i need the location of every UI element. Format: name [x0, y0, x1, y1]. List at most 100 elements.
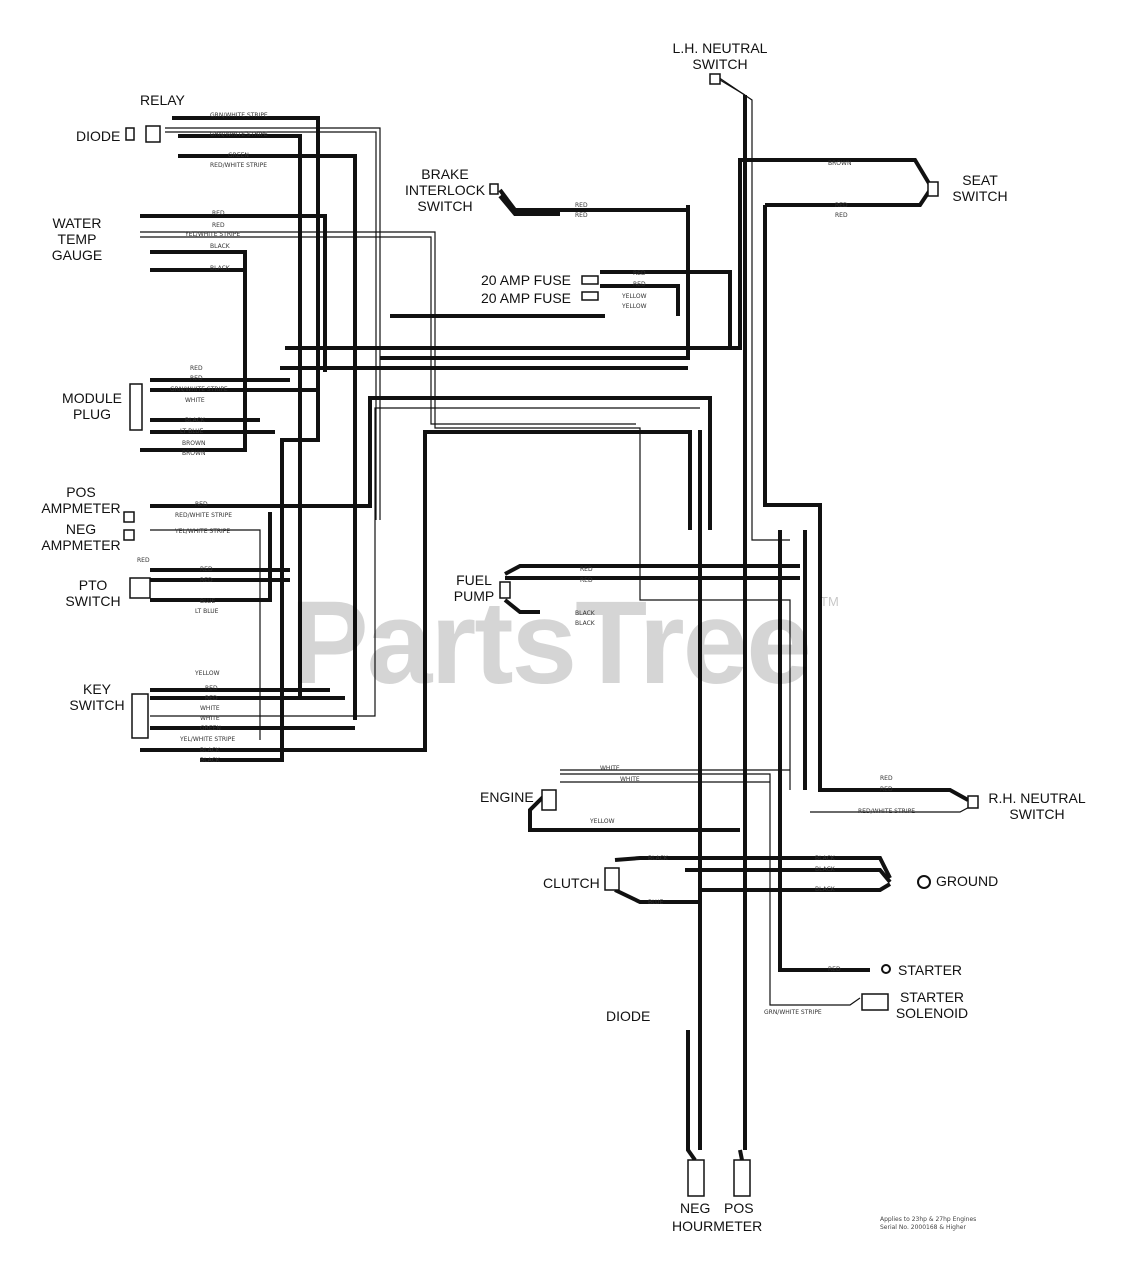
wire-label: GRN/WHITE STRIPE — [210, 131, 268, 138]
clutch-body — [604, 867, 620, 891]
wire-label: BLACK — [575, 620, 595, 627]
wire-label: RED — [580, 566, 593, 573]
starter-terminal — [881, 964, 891, 974]
wire-clutch-2 — [614, 888, 700, 904]
lh-neutral-switch-body — [709, 73, 721, 85]
key-switch-body — [131, 693, 149, 739]
wire-brake-2 — [498, 194, 560, 216]
key-switch-label: KEY SWITCH — [69, 681, 125, 713]
lh-neutral-switch-label: L.H. NEUTRAL SWITCH — [672, 40, 768, 72]
wire-label: RED — [190, 375, 203, 382]
wire-label: RED — [205, 685, 218, 692]
wire-label: RED — [195, 501, 208, 508]
wire-label: RED — [835, 212, 848, 219]
wire-seat-2 — [763, 205, 969, 802]
wire-label: BLACK — [815, 866, 835, 873]
seat-switch-label: SEAT SWITCH — [952, 172, 1008, 204]
wire-label: BROWN — [828, 160, 852, 167]
wire-label: RED — [633, 281, 646, 288]
wire-label: WHITE — [600, 765, 620, 772]
watermark-tm: TM — [820, 594, 839, 609]
wire-label: GRN/WHITE STRIPE — [764, 1009, 822, 1016]
wire-label: BROWN — [182, 450, 206, 457]
wire-stripe-3 — [150, 529, 261, 740]
wire-label: RED — [580, 577, 593, 584]
wire-label: RED — [212, 210, 225, 217]
wire-label: RED/WHITE STRIPE — [175, 512, 232, 519]
wire-label: YEL/WHITE STRIPE — [175, 528, 231, 535]
wire-label: RED — [200, 577, 213, 584]
hourmeter-neg-label: NEG — [680, 1200, 711, 1216]
wire-relay-b — [178, 134, 302, 700]
starter-solenoid-label: STARTER SOLENOID — [895, 989, 969, 1021]
wire-label: RED — [575, 212, 588, 219]
wire-label: YELLOW — [195, 670, 220, 677]
wire-label: RED/WHITE STRIPE — [210, 162, 267, 169]
fuse-2-label: 20 AMP FUSE — [481, 290, 572, 306]
engine-label: ENGINE — [480, 789, 534, 805]
wire-label: YEL/WHITE STRIPE — [180, 736, 236, 743]
pto-switch-label: PTO SWITCH — [65, 577, 121, 609]
wire-label: BLACK — [200, 757, 220, 764]
wire-label: RED — [880, 775, 893, 782]
wire-engine-1 — [528, 793, 740, 832]
wire-stripe-2 — [140, 231, 791, 790]
wire-label: BLACK — [185, 417, 205, 424]
fuse-1-body — [581, 275, 599, 285]
wire-label: RED — [575, 202, 588, 209]
wire-label: BLACK — [200, 747, 220, 754]
wire-label: GRN/WHITE STRIPE — [210, 112, 268, 119]
wire-label: GREEN — [200, 725, 221, 732]
watermark: PartsTree — [290, 577, 812, 709]
wire-label: RED — [880, 786, 893, 793]
rh-neutral-switch-body — [967, 795, 979, 809]
wire-label: RED — [190, 365, 203, 372]
pos-ampmeter-label: POS AMPMETER — [41, 484, 121, 516]
wire-label: YELLOW — [590, 818, 615, 825]
wire-label: BLACK — [815, 855, 835, 862]
wire-key-4 — [140, 430, 692, 752]
wire-label: BLACK — [210, 243, 230, 250]
wire-label: YELLOW — [622, 293, 647, 300]
wire-module-5 — [140, 362, 247, 452]
wire-trunk-3 — [778, 530, 870, 972]
rh-neutral-switch-label: R.H. NEUTRAL SWITCH — [988, 790, 1086, 822]
wire-label: RED — [137, 557, 150, 564]
wire-clutch-3 — [685, 868, 892, 884]
seat-switch-body — [927, 181, 939, 197]
wire-stripe-2b — [140, 236, 636, 425]
applicability-note: Applies to 23hp & 27hp Engines Serial No… — [880, 1216, 977, 1231]
pto-switch-body — [129, 577, 151, 599]
brake-switch-body — [489, 183, 499, 195]
wire-stripe-1 — [165, 127, 381, 520]
wire-label: RED — [212, 222, 225, 229]
starter-solenoid-body — [861, 993, 889, 1011]
wire-clutch-4 — [700, 882, 892, 892]
hourmeter-neg-terminal — [687, 1159, 705, 1197]
wire-label: RED/WHITE STRIPE — [858, 808, 915, 815]
wire-relay-c — [178, 154, 357, 720]
wire-fuel-1 — [504, 564, 800, 576]
hourmeter-pos-label: POS — [724, 1200, 754, 1216]
fuel-pump-body — [499, 581, 511, 599]
wire-stripe-9 — [714, 74, 790, 541]
wire-label: BLACK — [575, 610, 595, 617]
wire-label: GRN/WHITE STRIPE — [170, 386, 228, 393]
wire-label: RED — [828, 966, 841, 973]
module-plug-label: MODULE PLUG — [62, 390, 122, 422]
wire-seat-1 — [765, 188, 932, 207]
ground-label: GROUND — [936, 873, 999, 889]
wire-label: WHITE — [200, 715, 220, 722]
wire-label: BROWN — [182, 440, 206, 447]
wire-bus-3 — [380, 205, 690, 360]
wire-stripe-1b — [165, 131, 377, 520]
fuse-1-label: 20 AMP FUSE — [481, 272, 572, 288]
wire-label: WHITE — [620, 776, 640, 783]
water-temp-gauge-label: WATER TEMP GAUGE — [51, 215, 103, 263]
relay-label: RELAY — [140, 92, 185, 108]
clutch-label: CLUTCH — [543, 875, 600, 891]
wire-label: YEL/WHITE STRIPE — [185, 231, 241, 238]
wire-label: GREEN — [228, 152, 249, 159]
fuse-2-body — [581, 291, 599, 301]
